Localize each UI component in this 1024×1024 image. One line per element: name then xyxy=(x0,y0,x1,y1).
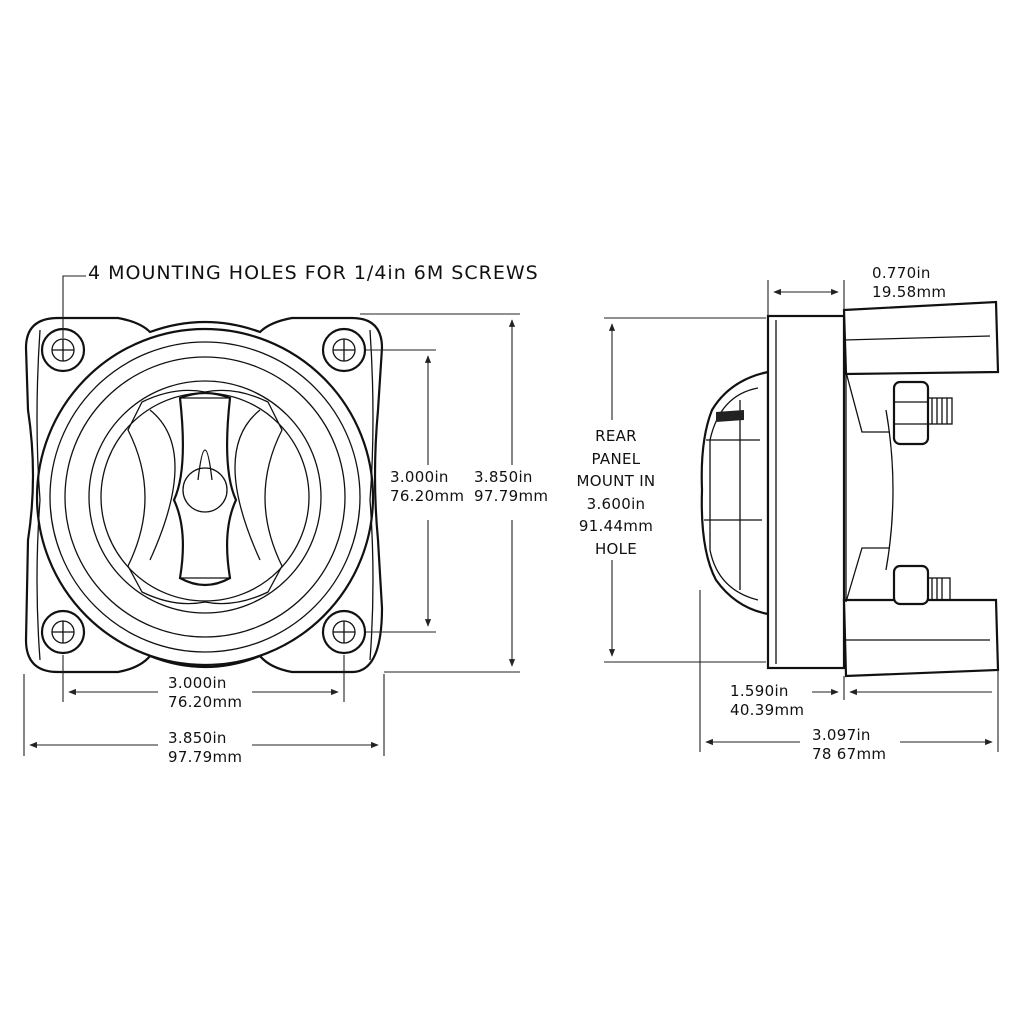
title-leader xyxy=(62,275,86,338)
dim-overall-width-in: 3.850in xyxy=(168,729,227,747)
side-flange xyxy=(766,314,846,670)
panel-mount-note-line: PANEL xyxy=(591,449,641,468)
dim-rear-depth-label: 1.590in 40.39mm xyxy=(730,682,804,720)
title-label: 4 MOUNTING HOLES FOR 1/4in 6M SCREWS xyxy=(88,262,539,284)
terminal-stud-top xyxy=(892,380,953,446)
dim-overall-depth-mm: 78 67mm xyxy=(812,745,887,763)
dim-overall-height xyxy=(360,313,520,673)
panel-mount-note-line: 91.44mm xyxy=(578,517,654,535)
dim-rear-depth xyxy=(812,670,999,700)
panel-mount-note-line: HOLE xyxy=(594,539,638,558)
side-rear-housing-bottom xyxy=(842,598,1000,678)
dim-overall-height-mm: 97.79mm xyxy=(474,487,549,505)
terminal-stud-bottom xyxy=(892,564,951,606)
dim-panel-mount xyxy=(604,317,766,663)
dim-flange-depth-label: 0.770in 19.58mm xyxy=(872,264,946,302)
front-view xyxy=(23,275,520,756)
dim-hole-spacing-horizontal-in: 3.000in xyxy=(168,674,227,692)
dim-hole-spacing-horizontal-mm: 76.20mm xyxy=(168,693,243,711)
dim-overall-width xyxy=(23,674,385,756)
dim-flange-depth-mm: 19.58mm xyxy=(872,283,947,301)
dim-hole-spacing-vertical-mm: 76.20mm xyxy=(390,487,465,505)
front-inner-ring xyxy=(88,380,322,614)
dim-overall-height-label: 3.850in 97.79mm xyxy=(474,468,548,506)
dim-hole-spacing-vertical xyxy=(366,349,436,633)
dim-flange-depth-in: 0.770in xyxy=(872,264,931,282)
dim-hole-spacing-horizontal xyxy=(62,655,345,702)
panel-mount-note: REAR PANEL MOUNT IN 3.600in 91.44mm HOLE xyxy=(566,425,666,560)
rotary-knob xyxy=(127,389,283,605)
panel-mount-note-line: MOUNT IN xyxy=(576,472,656,490)
dim-overall-depth-label: 3.097in 78 67mm xyxy=(812,726,886,764)
panel-mount-note-line: REAR xyxy=(595,427,637,445)
dim-overall-width-mm: 97.79mm xyxy=(168,748,243,766)
dim-hole-spacing-vertical-in: 3.000in xyxy=(390,468,449,486)
dim-overall-depth-in: 3.097in xyxy=(812,726,871,744)
side-view xyxy=(604,280,1000,752)
mounting-hole-bottom-left xyxy=(40,609,86,655)
front-outer-ring xyxy=(35,327,375,667)
dim-overall-depth xyxy=(699,590,999,752)
front-flange-outline xyxy=(24,316,384,674)
dim-overall-width-label: 3.850in 97.79mm xyxy=(168,729,242,767)
dim-hole-spacing-vertical-label: 3.000in 76.20mm xyxy=(390,468,464,506)
mounting-hole-bottom-right xyxy=(321,609,367,655)
dim-hole-spacing-horizontal-label: 3.000in 76.20mm xyxy=(168,674,242,712)
side-knob xyxy=(700,370,770,616)
dim-overall-height-in: 3.850in xyxy=(474,468,533,486)
mounting-hole-top-right xyxy=(321,327,367,373)
panel-mount-note-line: 3.600in xyxy=(586,494,646,513)
dim-rear-depth-in: 1.590in xyxy=(730,682,789,700)
dim-flange-depth xyxy=(767,280,845,316)
dim-rear-depth-mm: 40.39mm xyxy=(730,701,805,719)
